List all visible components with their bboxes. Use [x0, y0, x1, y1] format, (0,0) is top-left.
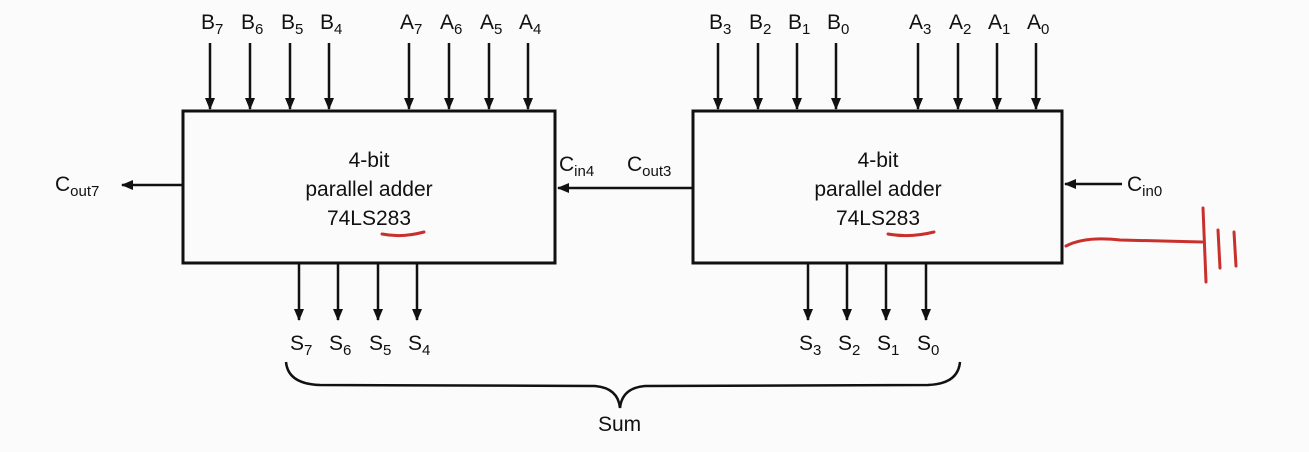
adder-line-1: 4-bit	[348, 149, 390, 172]
ground-symbol-bar	[1201, 206, 1208, 284]
underline-annotation-right	[886, 230, 936, 238]
cout7-label: Cout7	[55, 173, 100, 200]
ground-wire-annotation	[1064, 237, 1204, 248]
input-label: A7	[400, 11, 423, 38]
input-arrows-left	[205, 43, 533, 110]
cout3-label: Cout3	[627, 153, 672, 180]
adder-box-left	[181, 109, 557, 265]
output-label: S3	[799, 332, 822, 359]
input-label: B6	[241, 11, 264, 38]
output-label: S6	[329, 332, 352, 359]
adder-label-left: 4-bit parallel adder 74LS283	[183, 146, 555, 233]
input-label: A5	[480, 11, 503, 38]
input-label: A4	[519, 11, 542, 38]
input-label: B1	[788, 11, 811, 38]
adder-line-2: parallel adder	[814, 178, 942, 201]
input-label: B7	[201, 11, 224, 38]
adder-label-right: 4-bit parallel adder 74LS283	[692, 146, 1064, 233]
input-label: B5	[281, 11, 304, 38]
ground-symbol-bar	[1232, 230, 1238, 268]
input-label: B0	[827, 11, 850, 38]
sum-brace	[284, 361, 962, 409]
adder-line-3: 74LS283	[835, 207, 921, 230]
output-label: S0	[917, 332, 940, 359]
output-arrows-right	[803, 264, 931, 321]
underline-annotation-left	[380, 230, 426, 238]
input-label: A1	[988, 11, 1011, 38]
adder-line-2: parallel adder	[305, 178, 433, 201]
cin0-label: Cin0	[1127, 173, 1163, 200]
cin4-label: Cin4	[559, 153, 595, 180]
output-label: S1	[877, 332, 900, 359]
adder-box-right	[691, 109, 1064, 265]
adder-line-3: 74LS283	[326, 207, 412, 230]
output-label: S2	[838, 332, 861, 359]
input-label: B2	[749, 11, 772, 38]
output-arrows-left	[294, 264, 422, 321]
input-label: A2	[949, 11, 972, 38]
input-arrows-right	[713, 43, 1041, 110]
input-label: B3	[709, 11, 732, 38]
sum-label: Sum	[598, 413, 642, 436]
output-label: S7	[290, 332, 313, 359]
input-label: A0	[1027, 11, 1050, 38]
input-label: A6	[440, 11, 463, 38]
input-label: A3	[909, 11, 932, 38]
ground-symbol-bar	[1216, 228, 1222, 270]
adder-line-1: 4-bit	[857, 149, 899, 172]
input-label: B4	[320, 11, 343, 38]
output-label: S5	[369, 332, 392, 359]
output-label: S4	[408, 332, 431, 359]
